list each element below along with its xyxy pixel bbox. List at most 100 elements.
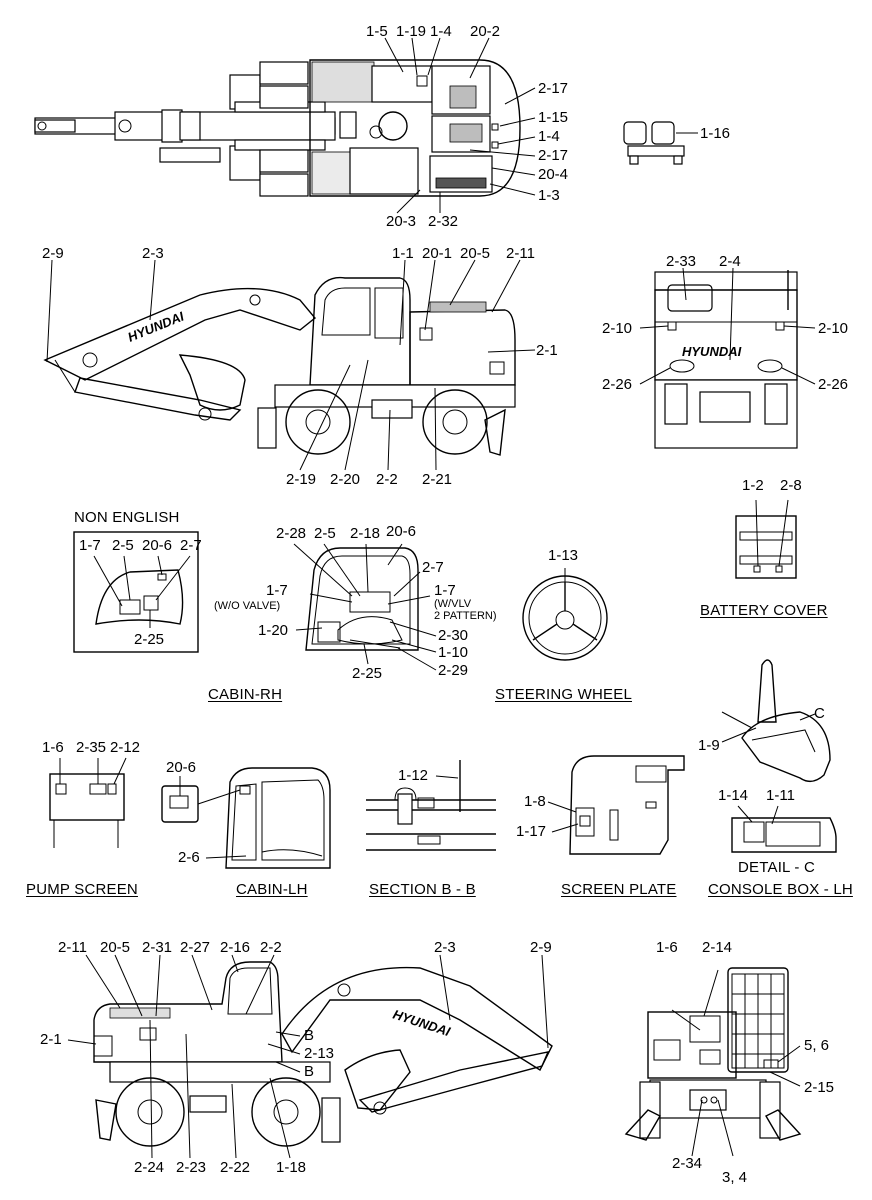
section-marker-b-top: B [304,1027,315,1044]
cabin-rh-leaders [293,543,437,671]
top-view-leaders [384,37,536,214]
callout-2-5-ne: 2-5 [112,537,134,554]
callout-1-10: 1-10 [438,644,469,661]
callout-2-11: 2-11 [506,245,535,262]
callout-1-3: 1-3 [538,187,560,204]
callout-2-30: 2-30 [438,627,469,644]
callout-1-15: 1-15 [538,109,569,126]
callout-2-17: 2-17 [538,80,569,97]
callout-1-16: 1-16 [700,125,731,142]
callout-2-33: 2-33 [666,253,697,270]
callout-20-2: 20-2 [470,23,501,40]
callout-1-7-ne: 1-7 [79,537,101,554]
caption-cabin-lh: CABIN-LH [236,881,308,898]
bottom-rear-view-drawing [624,967,802,1157]
callout-2-13: 2-13 [304,1045,335,1062]
cabin-rh-drawing [305,547,419,651]
callout-2-10-b: 2-10 [818,320,849,337]
callout-2-2-b: 2-2 [260,939,282,956]
callout-20-5-b: 20-5 [100,939,131,956]
callout-2-25: 2-25 [352,665,383,682]
caption-non-english: NON ENGLISH [74,509,180,526]
caption-pump-screen: PUMP SCREEN [26,881,138,898]
battery-cover-drawing [735,499,797,579]
caption-battery-cover: BATTERY COVER [700,602,828,619]
callout-2-18: 2-18 [350,525,381,542]
rear-brand-text: HYUNDAI [682,344,742,359]
note-2-pattern: 2 PATTERN) [434,610,497,622]
callout-1-1: 1-1 [392,245,414,262]
callout-20-4: 20-4 [538,166,569,183]
callout-1-7-b: 1-7 [434,582,456,599]
callout-2-22: 2-22 [220,1159,251,1176]
note-with-valve: (W/VLV [434,598,472,610]
callout-1-4: 1-4 [430,23,452,40]
callout-1-6-b: 1-6 [656,939,678,956]
callout-20-1: 20-1 [422,245,453,262]
callout-2-12: 2-12 [110,739,141,756]
screen-plate-drawing [547,755,685,855]
callout-2-17-b: 2-17 [538,147,569,164]
bottom-side-leaders [67,954,549,1159]
callout-2-26: 2-26 [602,376,633,393]
callout-20-5: 20-5 [460,245,491,262]
callout-1-18: 1-18 [276,1159,307,1176]
callout-1-9: 1-9 [698,737,720,754]
pump-screen-drawing [49,757,127,848]
callout-2-32: 2-32 [428,213,459,230]
callout-2-28: 2-28 [276,525,307,542]
callout-1-11: 1-11 [766,787,795,804]
side-view-drawing: HYUNDAI [43,276,516,456]
callout-2-27: 2-27 [180,939,211,956]
callout-5-6: 5, 6 [804,1037,830,1054]
callout-2-23: 2-23 [176,1159,207,1176]
callout-2-14: 2-14 [702,939,733,956]
callout-2-7-ne: 2-7 [180,537,202,554]
note-without-valve: (W/O VALVE) [214,600,281,612]
callout-2-4: 2-4 [719,253,741,270]
callout-2-24: 2-24 [134,1159,165,1176]
callout-20-6: 20-6 [386,523,417,540]
callout-1-14: 1-14 [718,787,749,804]
callout-2-34: 2-34 [672,1155,703,1172]
callout-3-4: 3, 4 [722,1169,748,1186]
callout-2-35: 2-35 [76,739,107,756]
rear-view-drawing: HYUNDAI [654,270,798,449]
callout-2-2: 2-2 [376,471,398,488]
callout-2-10: 2-10 [602,320,633,337]
callout-2-6: 2-6 [178,849,200,866]
callout-2-3: 2-3 [142,245,164,262]
callout-2-5: 2-5 [314,525,336,542]
caption-cabin-rh: CABIN-RH [208,686,283,703]
cabin-lh-drawing [161,767,331,869]
callout-2-20: 2-20 [330,471,361,488]
caption-steering-wheel: STEERING WHEEL [495,686,632,703]
callout-1-12: 1-12 [398,767,429,784]
callout-1-2: 1-2 [742,477,764,494]
console-box-drawing [731,805,837,853]
callout-2-1: 2-1 [536,342,558,359]
callout-2-8: 2-8 [780,477,802,494]
callout-2-9-b: 2-9 [530,939,552,956]
callout-2-11-b: 2-11 [58,939,87,956]
section-marker-b-bottom: B [304,1063,315,1080]
callout-20-3: 20-3 [386,213,417,230]
lamp-assembly-drawing [623,121,698,165]
callout-2-29: 2-29 [438,662,469,679]
callout-1-5: 1-5 [366,23,388,40]
section-bb-drawing [366,760,496,851]
caption-console-box-lh: CONSOLE BOX - LH [708,881,853,898]
callout-1-8: 1-8 [524,793,546,810]
callout-2-19: 2-19 [286,471,317,488]
callout-1-4-b: 1-4 [538,128,560,145]
callout-2-1-b: 2-1 [40,1031,62,1048]
non-english-leaders [93,555,191,628]
callout-2-9: 2-9 [42,245,64,262]
callout-2-31: 2-31 [142,939,173,956]
steering-wheel-drawing [522,568,608,661]
callout-2-16: 2-16 [220,939,251,956]
callout-1-6: 1-6 [42,739,64,756]
callout-20-6-ne: 20-6 [142,537,173,554]
callout-2-25-ne: 2-25 [134,631,165,648]
caption-screen-plate: SCREEN PLATE [561,881,677,898]
